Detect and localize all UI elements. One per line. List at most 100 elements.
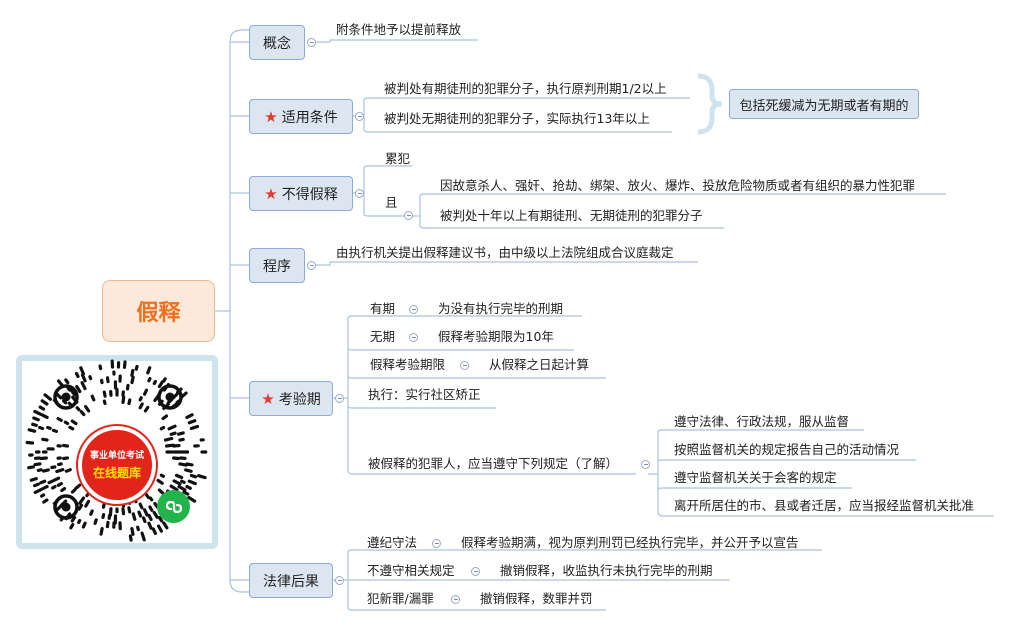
qr-dot [163,436,174,442]
condition-note[interactable]: 包括死缓减为无期或者有期的 [729,89,919,119]
qr-dot [157,380,164,389]
qr-dot [29,477,38,482]
qr-dot [55,392,63,400]
qr-dot [151,527,157,536]
qr-finder-dot [61,502,71,512]
branch-concept[interactable]: 概念 [249,25,305,60]
branch-procedure[interactable]: 程序 [249,248,305,283]
qr-finder-dot [165,392,175,402]
qr-dot [40,399,49,406]
qr-dot [147,513,153,522]
qr-dot [32,482,40,488]
qr-dot [127,398,132,406]
collapse-toggle-probation[interactable] [335,394,344,403]
qr-dot [180,479,186,484]
qr-dot [80,381,87,391]
qr-dot [40,485,49,491]
qr-dot [102,390,107,398]
qr-dot [89,509,94,516]
branch-exclusions-label: 不得假释 [281,186,338,203]
collapse-toggle-probation-2[interactable] [409,333,418,342]
qr-dot [172,443,181,448]
qr-dot [182,490,190,496]
qr-dot [187,479,197,486]
probation-value-1: 为没有执行完毕的刑期 [438,301,564,316]
qr-dot [60,487,67,493]
probation-key-1: 有期 [370,301,396,316]
qr-dot [156,478,164,485]
qr-dot [33,462,42,467]
qr-dot [50,485,57,490]
collapse-toggle-consequence-1[interactable] [432,539,441,548]
qr-dot [33,409,43,416]
probation-rule-1: 遵守法律、行政法规，服从监督 [674,414,850,429]
collapse-toggle-rules[interactable] [641,460,650,469]
qr-badge: 事业单位考试 在线题库 [78,426,156,504]
probation-key-2: 无期 [370,329,396,344]
qr-dot [47,479,54,485]
qr-dot [138,402,144,410]
collapse-toggle-consequence-2[interactable] [471,567,480,576]
qr-dot [143,388,149,396]
qr-dot [80,373,87,383]
qr-dot [63,420,70,426]
probation-key-3: 假释考验期限 [370,357,446,372]
qr-dot [127,506,132,514]
collapse-toggle-exclusions[interactable] [355,189,364,198]
qr-dot [83,404,91,413]
star-icon: ★ [264,107,278,126]
qr-dot [39,479,47,485]
qr-dot [108,507,113,517]
branch-exclusions[interactable]: ★ 不得假释 [249,176,353,211]
collapse-toggle-conditions[interactable] [355,112,364,121]
qr-dot [172,479,182,486]
collapse-toggle-procedure[interactable] [307,261,316,270]
branch-procedure-label: 程序 [263,258,291,275]
qr-dot [137,510,143,518]
qr-dot [152,380,157,386]
exclusion-and-label: 且 [385,195,398,210]
collapse-toggle-concept[interactable] [307,38,316,47]
qr-dot [54,504,63,512]
root-node[interactable]: 假释 [102,280,215,342]
qr-dot [105,376,110,384]
condition-item-1: 被判处有期徒刑的犯罪分子，执行原判刑期1/2以上 [384,81,667,96]
qr-dot [78,496,86,505]
branch-probation[interactable]: ★ 考验期 [249,381,333,416]
qr-dot [130,368,135,377]
qr-dot [146,366,152,375]
qr-dot [75,385,82,394]
collapse-toggle-consequence-3[interactable] [451,595,460,604]
qr-dot [174,473,184,480]
branch-consequences[interactable]: 法律后果 [249,563,333,598]
collapse-toggle-probation-1[interactable] [409,305,418,314]
qr-dot [128,534,133,542]
qr-dot [50,465,57,470]
qr-dot [62,399,68,405]
qr-dot [162,521,169,530]
collapse-toggle-consequences[interactable] [335,576,344,585]
branch-conditions[interactable]: ★ 适用条件 [249,99,353,134]
star-icon: ★ [264,184,278,203]
collapse-toggle-probation-3[interactable] [460,361,469,370]
qr-dot [148,496,154,502]
qr-dot [172,456,180,461]
exclusion-recidivist: 累犯 [385,151,411,166]
qr-dot [88,375,93,381]
consequence-key-3: 犯新罪/漏罪 [367,591,434,606]
collapse-toggle-and[interactable] [404,211,413,220]
qr-dot [157,524,163,533]
qr-dot [41,468,50,473]
qr-dot [148,505,154,512]
qr-dot [66,386,72,392]
qr-dot [141,516,147,524]
qr-badge-line2: 在线题库 [92,465,141,480]
qr-dot [152,510,159,519]
qr-dot [84,499,91,508]
qr-dot [130,526,135,536]
qr-dot [64,468,72,473]
qr-dot [41,437,49,442]
probation-rule-3: 遵守监督机关关于会客的规定 [674,470,837,485]
qr-dot [185,413,194,419]
qr-dot [43,393,53,401]
